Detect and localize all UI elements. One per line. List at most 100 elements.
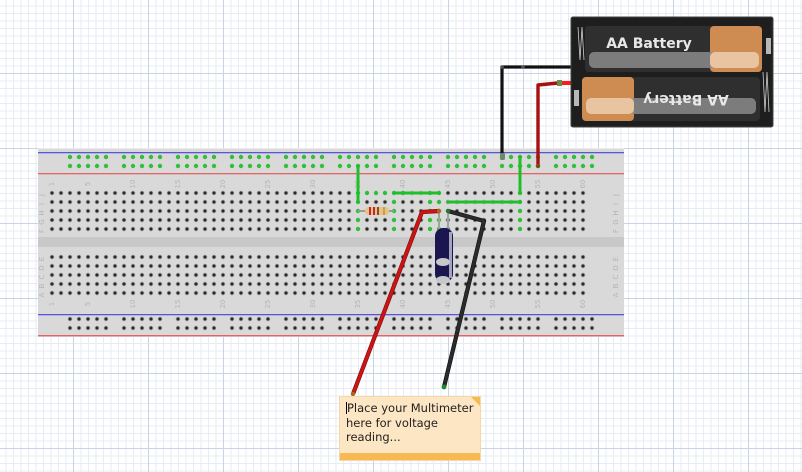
breadboard-hole[interactable] bbox=[202, 272, 208, 278]
breadboard-hole[interactable] bbox=[58, 254, 64, 260]
breadboard-hole[interactable] bbox=[76, 272, 82, 278]
breadboard-hole[interactable] bbox=[67, 254, 73, 260]
breadboard-hole[interactable] bbox=[229, 272, 235, 278]
breadboard-hole[interactable] bbox=[229, 199, 235, 205]
breadboard-hole[interactable] bbox=[337, 263, 343, 269]
breadboard-hole[interactable] bbox=[301, 316, 307, 322]
breadboard-hole[interactable] bbox=[247, 272, 253, 278]
breadboard-hole[interactable] bbox=[274, 254, 280, 260]
breadboard-hole-connected[interactable] bbox=[562, 154, 568, 160]
breadboard-hole[interactable] bbox=[499, 254, 505, 260]
breadboard-hole[interactable] bbox=[508, 316, 514, 322]
breadboard-hole-connected[interactable] bbox=[373, 163, 379, 169]
breadboard-hole[interactable] bbox=[427, 290, 433, 296]
breadboard-hole[interactable] bbox=[112, 199, 118, 205]
breadboard-hole[interactable] bbox=[499, 263, 505, 269]
breadboard-hole[interactable] bbox=[355, 281, 361, 287]
breadboard-hole[interactable] bbox=[283, 325, 289, 331]
breadboard-hole[interactable] bbox=[301, 199, 307, 205]
breadboard-hole[interactable] bbox=[121, 208, 127, 214]
breadboard-hole[interactable] bbox=[499, 217, 505, 223]
breadboard-hole[interactable] bbox=[562, 199, 568, 205]
breadboard-hole[interactable] bbox=[337, 208, 343, 214]
breadboard-hole[interactable] bbox=[67, 217, 73, 223]
breadboard-hole[interactable] bbox=[418, 199, 424, 205]
breadboard-hole[interactable] bbox=[85, 199, 91, 205]
breadboard-hole[interactable] bbox=[526, 254, 532, 260]
breadboard-hole[interactable] bbox=[112, 254, 118, 260]
breadboard-hole[interactable] bbox=[391, 325, 397, 331]
breadboard-hole[interactable] bbox=[427, 254, 433, 260]
breadboard-hole-connected[interactable] bbox=[400, 163, 406, 169]
breadboard-hole[interactable] bbox=[526, 325, 532, 331]
breadboard-hole[interactable] bbox=[346, 325, 352, 331]
breadboard-hole[interactable] bbox=[544, 190, 550, 196]
breadboard-hole-connected[interactable] bbox=[481, 163, 487, 169]
breadboard-hole[interactable] bbox=[283, 217, 289, 223]
breadboard-hole[interactable] bbox=[526, 199, 532, 205]
breadboard-hole[interactable] bbox=[409, 325, 415, 331]
breadboard-hole[interactable] bbox=[238, 325, 244, 331]
breadboard-hole[interactable] bbox=[544, 272, 550, 278]
breadboard-hole[interactable] bbox=[265, 226, 271, 232]
breadboard-hole[interactable] bbox=[535, 208, 541, 214]
breadboard-hole[interactable] bbox=[382, 199, 388, 205]
breadboard-hole[interactable] bbox=[130, 290, 136, 296]
breadboard-hole[interactable] bbox=[184, 217, 190, 223]
breadboard-hole[interactable] bbox=[256, 226, 262, 232]
breadboard-hole[interactable] bbox=[175, 226, 181, 232]
breadboard-hole[interactable] bbox=[175, 217, 181, 223]
breadboard-hole[interactable] bbox=[238, 281, 244, 287]
breadboard-hole[interactable] bbox=[319, 208, 325, 214]
breadboard-hole[interactable] bbox=[490, 263, 496, 269]
breadboard-hole[interactable] bbox=[481, 281, 487, 287]
breadboard-hole[interactable] bbox=[427, 272, 433, 278]
breadboard-hole-connected[interactable] bbox=[409, 163, 415, 169]
breadboard-hole[interactable] bbox=[184, 290, 190, 296]
breadboard-hole[interactable] bbox=[571, 281, 577, 287]
breadboard-hole-connected[interactable] bbox=[580, 154, 586, 160]
breadboard-hole-connected[interactable] bbox=[184, 154, 190, 160]
breadboard-hole[interactable] bbox=[274, 190, 280, 196]
breadboard-hole[interactable] bbox=[499, 316, 505, 322]
breadboard-hole[interactable] bbox=[202, 208, 208, 214]
breadboard-hole[interactable] bbox=[157, 325, 163, 331]
breadboard-hole[interactable] bbox=[292, 272, 298, 278]
breadboard-hole[interactable] bbox=[301, 226, 307, 232]
breadboard-hole[interactable] bbox=[256, 217, 262, 223]
breadboard-hole[interactable] bbox=[175, 281, 181, 287]
breadboard-hole[interactable] bbox=[247, 226, 253, 232]
breadboard-hole[interactable] bbox=[481, 190, 487, 196]
breadboard-hole[interactable] bbox=[85, 316, 91, 322]
breadboard-hole[interactable] bbox=[499, 325, 505, 331]
breadboard-hole-connected[interactable] bbox=[256, 154, 262, 160]
breadboard-hole[interactable] bbox=[238, 290, 244, 296]
breadboard-hole[interactable] bbox=[544, 254, 550, 260]
breadboard-hole-connected[interactable] bbox=[130, 163, 136, 169]
breadboard-hole[interactable] bbox=[220, 290, 226, 296]
breadboard-hole[interactable] bbox=[238, 199, 244, 205]
breadboard-hole[interactable] bbox=[373, 272, 379, 278]
breadboard-hole[interactable] bbox=[130, 325, 136, 331]
breadboard-hole[interactable] bbox=[139, 290, 145, 296]
breadboard-hole[interactable] bbox=[229, 254, 235, 260]
breadboard-hole[interactable] bbox=[562, 290, 568, 296]
breadboard-hole[interactable] bbox=[139, 226, 145, 232]
breadboard-hole[interactable] bbox=[112, 281, 118, 287]
breadboard-hole[interactable] bbox=[202, 226, 208, 232]
breadboard-hole[interactable] bbox=[265, 254, 271, 260]
breadboard-hole[interactable] bbox=[490, 290, 496, 296]
breadboard-hole-connected[interactable] bbox=[67, 154, 73, 160]
breadboard-hole[interactable] bbox=[310, 190, 316, 196]
breadboard-hole[interactable] bbox=[346, 290, 352, 296]
breadboard-hole[interactable] bbox=[337, 290, 343, 296]
breadboard-hole[interactable] bbox=[418, 316, 424, 322]
breadboard-hole[interactable] bbox=[508, 226, 514, 232]
breadboard-hole[interactable] bbox=[454, 290, 460, 296]
breadboard-hole[interactable] bbox=[121, 199, 127, 205]
breadboard-hole[interactable] bbox=[112, 272, 118, 278]
breadboard-hole[interactable] bbox=[580, 190, 586, 196]
breadboard-hole[interactable] bbox=[580, 199, 586, 205]
breadboard-hole[interactable] bbox=[49, 217, 55, 223]
breadboard-hole[interactable] bbox=[508, 263, 514, 269]
